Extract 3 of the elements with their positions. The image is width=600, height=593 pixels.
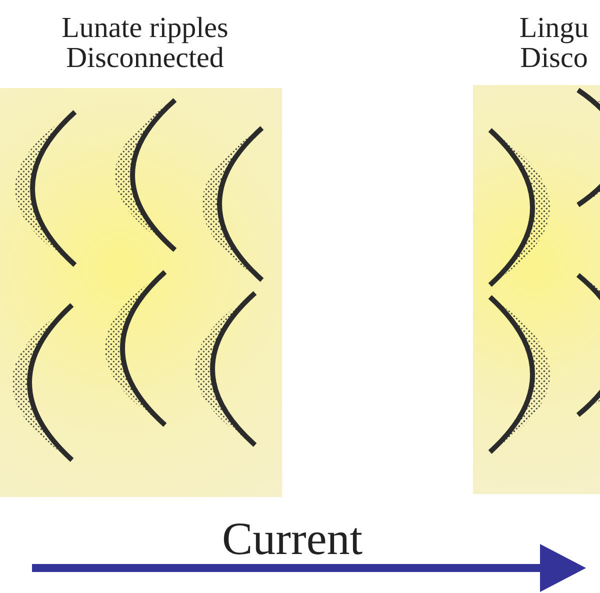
- panel-title: Lingu Disco: [518, 13, 590, 73]
- current-label: Current: [222, 512, 363, 565]
- panel-title: Lunate ripples Disconnected: [60, 13, 230, 73]
